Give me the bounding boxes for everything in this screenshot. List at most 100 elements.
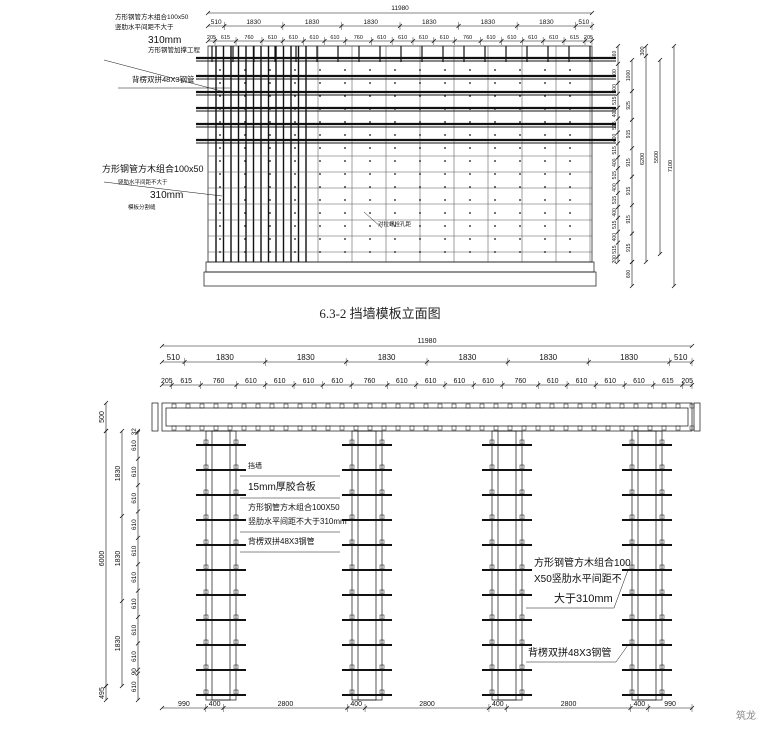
tie-bolt-hole	[219, 238, 221, 240]
stud-square	[349, 664, 355, 670]
bottom-row2-dim-label: 205	[161, 378, 173, 385]
tie-bolt-hole	[419, 134, 421, 136]
stud-square	[283, 403, 289, 409]
bottom-left-1830-dim-label: 1830	[115, 636, 122, 652]
tie-bolt-hole	[419, 160, 421, 162]
tie-bolt-hole	[494, 95, 496, 97]
stud-square	[367, 403, 373, 409]
bottom-end-cap-right	[693, 402, 701, 432]
tie-bolt-hole	[344, 225, 346, 227]
bottom-base-dim-label: 400	[350, 701, 362, 708]
tie-bolt-hole	[469, 147, 471, 149]
stud-square	[451, 425, 457, 431]
tie-bolt-hole	[419, 121, 421, 123]
stud-square	[367, 425, 373, 431]
bottom-left-bot-dim-label: 495	[99, 687, 106, 699]
stud-square	[171, 403, 177, 409]
top-row1-dim-label: 1830	[422, 19, 437, 26]
stud-square	[563, 403, 569, 409]
stud-square	[519, 689, 525, 695]
stud-square	[519, 464, 525, 470]
stud-square	[489, 439, 495, 445]
stud-square	[349, 564, 355, 570]
bottom-column-core	[637, 430, 657, 701]
dim-tick	[103, 697, 109, 703]
tie-bolt-hole	[319, 147, 321, 149]
bottom-left-610-dim-label: 610	[131, 545, 138, 556]
dim-tick	[629, 283, 635, 289]
tie-bolt-hole	[369, 160, 371, 162]
tie-bolt-hole	[544, 251, 546, 253]
tie-bolt-hole	[444, 186, 446, 188]
tie-bolt-hole	[269, 225, 271, 227]
stud-square	[661, 403, 667, 409]
tie-bolt-hole	[319, 121, 321, 123]
tie-bolt-hole	[219, 121, 221, 123]
tie-bolt-hole	[444, 82, 446, 84]
dim-tick	[615, 105, 621, 110]
tie-bolt-hole	[569, 225, 571, 227]
tie-bolt-hole	[519, 121, 521, 123]
stud-square	[629, 589, 635, 595]
dim-tick	[671, 283, 677, 289]
tie-bolt-hole	[469, 186, 471, 188]
stud-square	[659, 564, 665, 570]
tie-bolt-hole	[494, 108, 496, 110]
stud-square	[349, 464, 355, 470]
stud-square	[203, 439, 209, 445]
tie-bolt-hole	[569, 147, 571, 149]
bottom-base-dim-label: 990	[178, 701, 190, 708]
dim-tick	[615, 254, 621, 259]
stud-square	[227, 403, 233, 409]
tie-bolt-hole	[419, 212, 421, 214]
stud-square	[353, 425, 359, 431]
stud-square	[379, 564, 385, 570]
stud-square	[227, 425, 233, 431]
stud-square	[519, 614, 525, 620]
tie-bolt-hole	[219, 134, 221, 136]
stud-square	[379, 614, 385, 620]
bottom-note-rb: 背楞双拼48X3钢管	[528, 646, 611, 659]
stud-square	[661, 425, 667, 431]
bottom-row1-dim-label: 1830	[378, 353, 396, 362]
stud-square	[519, 664, 525, 670]
stud-square	[507, 425, 513, 431]
top-row2-dim-label: 615	[221, 35, 230, 41]
stud-square	[203, 514, 209, 520]
stud-square	[659, 439, 665, 445]
bottom-row2-dim-label: 610	[425, 378, 437, 385]
stud-square	[629, 564, 635, 570]
tie-bolt-hole	[269, 134, 271, 136]
dim-tick	[135, 456, 141, 462]
tie-bolt-hole	[294, 121, 296, 123]
stud-square	[269, 403, 275, 409]
stud-square	[349, 589, 355, 595]
stud-square	[203, 664, 209, 670]
stud-square	[605, 403, 611, 409]
tie-bolt-hole	[519, 186, 521, 188]
top-right-inner-dim-label: 400	[612, 134, 618, 143]
tie-bolt-hole	[569, 95, 571, 97]
tie-bolt-hole	[569, 82, 571, 84]
tie-bolt-hole	[294, 95, 296, 97]
tie-bolt-hole	[419, 147, 421, 149]
stud-square	[493, 425, 499, 431]
tie-bolt-hole	[394, 95, 396, 97]
tie-bolt-hole	[419, 238, 421, 240]
stud-square	[519, 514, 525, 520]
tie-bolt-hole	[219, 82, 221, 84]
tie-bolt-hole	[219, 212, 221, 214]
tie-bolt-hole	[544, 95, 546, 97]
tie-bolt-hole	[519, 108, 521, 110]
top-right-inner-dim-label: 515	[612, 245, 618, 254]
stud-square	[591, 403, 597, 409]
top-note-backing: 背楞双拼48X3钢管	[132, 74, 195, 84]
stud-square	[479, 425, 485, 431]
tie-bolt-hole	[369, 212, 371, 214]
tie-bolt-hole	[269, 238, 271, 240]
tie-bolt-hole	[244, 147, 246, 149]
tie-bolt-hole	[444, 251, 446, 253]
bottom-left-610-dim-label: 610	[131, 598, 138, 609]
leader-line	[103, 59, 226, 93]
tie-bolt-hole	[394, 251, 396, 253]
